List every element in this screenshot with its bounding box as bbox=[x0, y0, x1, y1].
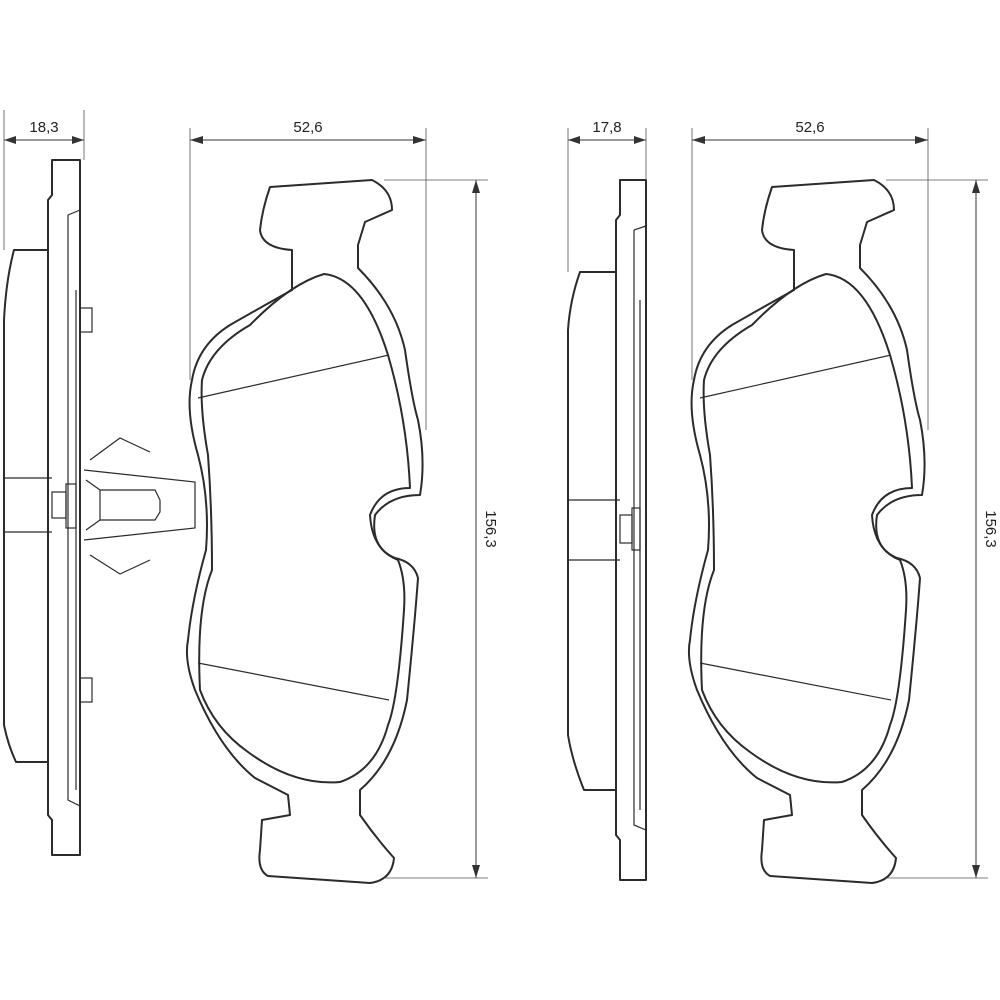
pad1-height-dimension: 156,3 bbox=[384, 179, 499, 879]
pad2-side-view bbox=[567, 179, 647, 881]
pad1-height-label: 156,3 bbox=[482, 510, 499, 548]
pad1-thickness-dimension: 18,3 bbox=[3, 110, 85, 250]
pad2-thickness-label: 17,8 bbox=[592, 119, 621, 136]
pad1-front-view bbox=[185, 179, 424, 884]
pad2-front-view bbox=[687, 179, 926, 884]
pad1-width-dimension: 52,6 bbox=[189, 119, 427, 430]
pad1-thickness-label: 18,3 bbox=[29, 119, 58, 136]
pad2-height-label: 156,3 bbox=[982, 510, 999, 548]
pad2-height-dimension: 156,3 bbox=[886, 179, 999, 879]
pad1-side-view bbox=[3, 159, 93, 856]
pad2-width-dimension: 52,6 bbox=[691, 119, 929, 430]
pad2-width-label: 52,6 bbox=[795, 119, 824, 136]
pad1-width-label: 52,6 bbox=[293, 119, 322, 136]
spring-clip bbox=[83, 437, 196, 575]
pad2-thickness-dimension: 17,8 bbox=[567, 119, 647, 272]
